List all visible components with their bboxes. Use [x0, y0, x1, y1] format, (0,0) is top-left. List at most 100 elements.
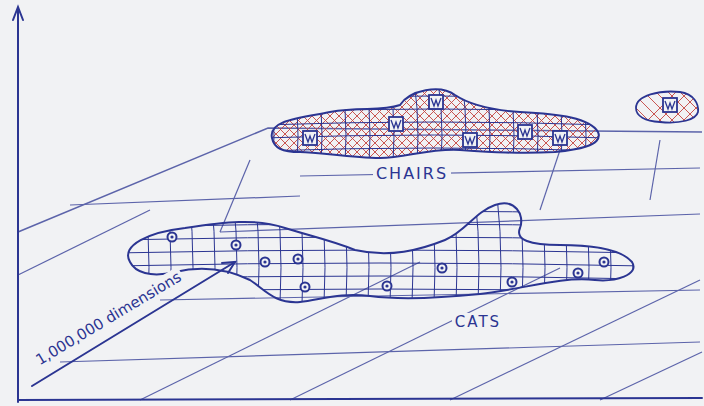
mesh-line: [115, 328, 645, 331]
mesh-line: [92, 80, 204, 192]
chair-mark: [520, 128, 530, 136]
mesh-line: [515, 80, 627, 192]
mesh-line: [83, 80, 195, 192]
chair-frame: [429, 95, 443, 109]
chair-frame: [303, 131, 317, 145]
chair-icon: [463, 133, 477, 147]
mesh-line: [159, 80, 271, 192]
mesh-line: [38, 80, 150, 192]
manifold-mesh: [115, 195, 645, 340]
mesh-line: [551, 80, 663, 192]
mesh-line: [168, 80, 280, 192]
point-ring: [508, 278, 517, 287]
mesh-line: [431, 195, 435, 340]
mesh-line: [605, 80, 704, 192]
mesh-line: [262, 83, 607, 86]
mesh-line: [115, 302, 645, 305]
mesh-line: [146, 80, 258, 192]
point-ring: [600, 258, 609, 267]
point-core: [263, 260, 266, 263]
grid-line: [600, 352, 702, 400]
dimension-arrow: [32, 262, 235, 386]
mesh-line: [200, 80, 312, 192]
mesh-line: [222, 80, 334, 192]
plane-edge: [18, 128, 702, 232]
point-core: [602, 260, 605, 263]
mesh-line: [155, 80, 267, 192]
cat-point: [232, 241, 241, 250]
point-ring: [232, 241, 241, 250]
mesh-line: [56, 80, 168, 192]
mesh-line: [563, 195, 567, 340]
point-core: [385, 284, 388, 287]
point-ring: [294, 255, 303, 264]
grid-line: [70, 196, 300, 205]
mesh-line: [672, 80, 704, 192]
chair-mark: [465, 136, 475, 144]
mesh-line: [578, 80, 690, 192]
chair-icon: [389, 117, 403, 131]
mesh-line: [555, 80, 667, 192]
mesh-line: [321, 195, 325, 340]
point-ring: [301, 283, 310, 292]
mesh-line: [233, 195, 237, 340]
mesh-line: [277, 195, 281, 340]
mesh-line: [366, 80, 370, 192]
mesh-line: [609, 80, 704, 192]
cat-point: [383, 282, 392, 291]
mesh-line: [195, 80, 307, 192]
mesh-line: [348, 80, 460, 192]
chair-manifold: CHAIRS: [262, 80, 607, 192]
mesh-line: [115, 237, 645, 240]
grid-line: [18, 210, 150, 275]
mesh-line: [629, 195, 633, 340]
point-core: [234, 243, 237, 246]
mesh-line: [115, 289, 645, 292]
mesh-line: [145, 195, 149, 340]
mesh-line: [654, 80, 704, 192]
cat-point: [438, 264, 447, 273]
chair-icon: [553, 131, 567, 145]
mesh-line: [587, 80, 699, 192]
chair-mark: [431, 98, 441, 106]
manifold-outline: [272, 89, 599, 158]
mesh-line: [343, 195, 347, 340]
mesh-line: [582, 80, 586, 192]
plane-grid: [18, 128, 702, 400]
mesh-line: [645, 80, 704, 192]
grid-line: [450, 280, 700, 400]
mesh-line: [474, 80, 586, 192]
chair-frame: [553, 131, 567, 145]
manifold-drawing: [115, 195, 645, 340]
chair-frame: [518, 125, 532, 139]
grid-line: [60, 342, 700, 362]
mesh-line: [204, 80, 316, 192]
point-ring: [168, 233, 177, 242]
mesh-line: [569, 80, 681, 192]
point-core: [303, 285, 306, 288]
mesh-line: [627, 80, 704, 192]
mesh-line: [115, 276, 645, 279]
mesh-line: [119, 80, 231, 192]
mesh-line: [115, 263, 645, 266]
cat-manifold: CATS: [115, 195, 645, 340]
cat-point: [600, 258, 609, 267]
manifold-outline: [128, 203, 633, 302]
chair-mark: [305, 134, 315, 142]
mesh-line: [150, 80, 262, 192]
mesh-line: [501, 80, 613, 192]
mesh-line: [470, 80, 582, 192]
mesh-line: [262, 122, 607, 125]
point-core: [510, 280, 513, 283]
cat-point: [508, 278, 517, 287]
mesh-line: [486, 80, 490, 192]
axis-arrowhead: [13, 7, 23, 20]
cat-point: [168, 233, 177, 242]
mesh-line: [510, 80, 622, 192]
mesh-line: [110, 80, 222, 192]
mesh-line: [218, 80, 330, 192]
